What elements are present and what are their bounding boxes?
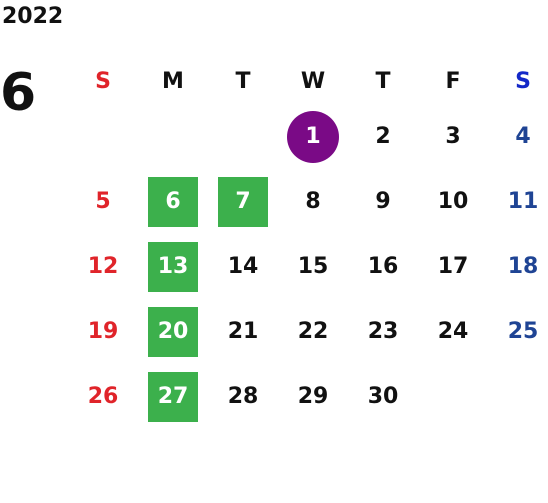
- day-number: 1: [305, 124, 321, 149]
- weekday-header: W: [300, 68, 326, 94]
- day-number: 18: [507, 254, 539, 279]
- day-cell[interactable]: 9: [348, 169, 418, 234]
- today-circle-badge: 1: [287, 110, 339, 163]
- highlighted-day-badge: 20: [148, 306, 198, 357]
- weekday-header: T: [375, 68, 391, 94]
- day-number: 4: [515, 124, 531, 149]
- day-cell[interactable]: 29: [278, 364, 348, 429]
- day-cell[interactable]: 26: [68, 364, 138, 429]
- day-cell[interactable]: 25: [488, 299, 548, 364]
- day-number: 28: [227, 384, 259, 409]
- day-number: 26: [87, 384, 119, 409]
- day-number: 29: [297, 384, 329, 409]
- day-cell[interactable]: 30: [348, 364, 418, 429]
- day-number: 3: [445, 124, 461, 149]
- day-cell[interactable]: 6: [138, 169, 208, 234]
- weekday-header: T: [235, 68, 251, 94]
- day-number: 5: [95, 189, 111, 214]
- day-cell[interactable]: 5: [68, 169, 138, 234]
- day-number: 23: [367, 319, 399, 344]
- day-cell[interactable]: 22: [278, 299, 348, 364]
- day-number: 14: [227, 254, 259, 279]
- day-number: 6: [165, 189, 181, 214]
- day-cell[interactable]: 2: [348, 104, 418, 169]
- empty-day-cell: [418, 364, 488, 429]
- empty-day-cell: [488, 364, 548, 429]
- day-cell[interactable]: 17: [418, 234, 488, 299]
- year-label: 2022: [2, 4, 64, 29]
- day-cell[interactable]: 13: [138, 234, 208, 299]
- day-cell[interactable]: 20: [138, 299, 208, 364]
- day-number: 20: [157, 319, 189, 344]
- weekday-header: S: [515, 68, 531, 94]
- day-cell[interactable]: 8: [278, 169, 348, 234]
- day-cell[interactable]: 7: [208, 169, 278, 234]
- highlighted-day-badge: 13: [148, 241, 198, 292]
- empty-day-cell: [138, 104, 208, 169]
- day-cell[interactable]: 12: [68, 234, 138, 299]
- day-cell[interactable]: 15: [278, 234, 348, 299]
- highlighted-day-badge: 6: [148, 176, 198, 227]
- day-number: 8: [305, 189, 321, 214]
- day-number: 19: [87, 319, 119, 344]
- day-cell[interactable]: 1: [278, 104, 348, 169]
- weekday-header: F: [445, 68, 461, 94]
- month-number: 6: [0, 63, 37, 123]
- day-number: 21: [227, 319, 259, 344]
- weekday-header: M: [162, 68, 184, 94]
- day-number: 24: [437, 319, 469, 344]
- day-number: 27: [157, 384, 189, 409]
- day-cell[interactable]: 19: [68, 299, 138, 364]
- day-number: 7: [235, 189, 251, 214]
- day-cell[interactable]: 10: [418, 169, 488, 234]
- weekday-header: S: [95, 68, 111, 94]
- day-number: 22: [297, 319, 329, 344]
- day-cell[interactable]: 28: [208, 364, 278, 429]
- day-number: 15: [297, 254, 329, 279]
- day-cell[interactable]: 21: [208, 299, 278, 364]
- day-cell[interactable]: 23: [348, 299, 418, 364]
- day-cell[interactable]: 18: [488, 234, 548, 299]
- day-cell[interactable]: 14: [208, 234, 278, 299]
- day-number: 30: [367, 384, 399, 409]
- highlighted-day-badge: 27: [148, 371, 198, 422]
- empty-day-cell: [208, 104, 278, 169]
- day-number: 2: [375, 124, 391, 149]
- highlighted-day-badge: 7: [218, 176, 268, 227]
- day-number: 17: [437, 254, 469, 279]
- empty-day-cell: [68, 104, 138, 169]
- day-number: 13: [157, 254, 189, 279]
- day-cell[interactable]: 4: [488, 104, 548, 169]
- day-cell[interactable]: 24: [418, 299, 488, 364]
- day-number: 9: [375, 189, 391, 214]
- day-number: 10: [437, 189, 469, 214]
- day-cell[interactable]: 16: [348, 234, 418, 299]
- day-number: 12: [87, 254, 119, 279]
- day-cell[interactable]: 27: [138, 364, 208, 429]
- day-cell[interactable]: 11: [488, 169, 548, 234]
- day-number: 25: [507, 319, 539, 344]
- day-number: 11: [507, 189, 539, 214]
- day-cell[interactable]: 3: [418, 104, 488, 169]
- day-number: 16: [367, 254, 399, 279]
